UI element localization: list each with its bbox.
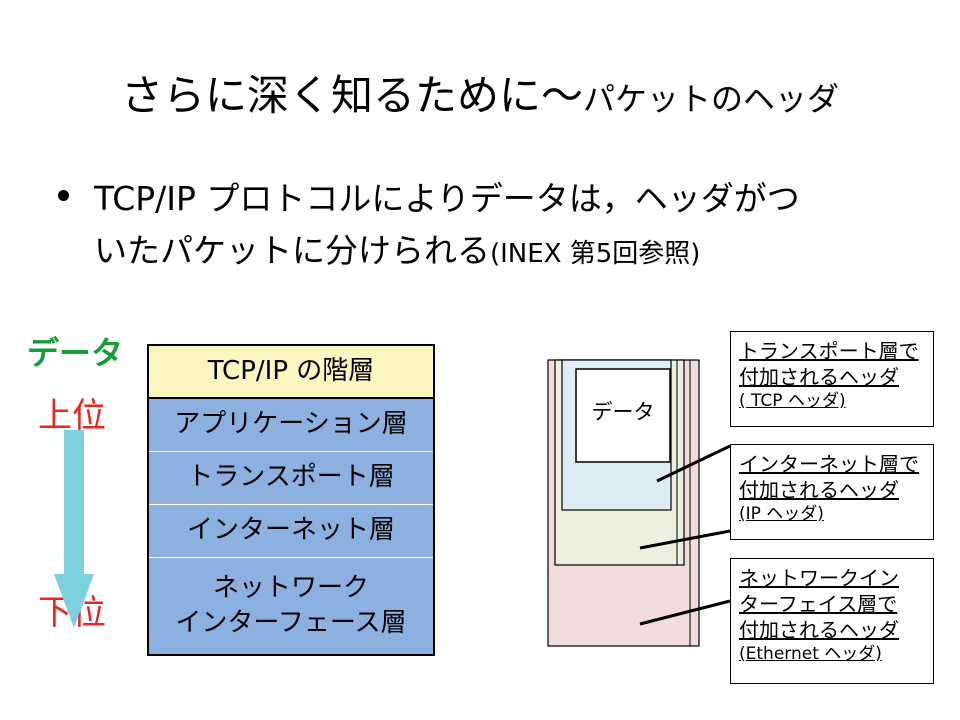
packet-data-label: データ <box>591 400 655 424</box>
ethernet-leader-line <box>639 599 731 626</box>
callout-ethernet-line3: 付加されるヘッダ <box>739 618 899 642</box>
layer-internet: インターネット層 <box>149 505 433 558</box>
packet-diagram <box>547 359 700 647</box>
callout-ethernet-line2: ターフェイス層で <box>739 592 898 616</box>
slide-title: さらに深く知るために～パケットのヘッダ <box>0 62 960 123</box>
callout-ethernet-line4: (Ethernet ヘッダ) <box>739 644 882 664</box>
layer-network-interface-line2: インターフェース層 <box>175 608 407 638</box>
layer-table-header: TCP/IP の階層 <box>149 346 433 399</box>
callout-tcp-header: トランスポート層で 付加されるヘッダ ( TCP ヘッダ) <box>730 331 934 427</box>
bullet-line-2-main: いたパケットに分けられる <box>94 231 490 270</box>
layer-network-interface: ネットワーク インターフェース層 <box>149 558 433 654</box>
callout-ip-line2: 付加されるヘッダ <box>739 478 899 502</box>
bullet-line-2: いたパケットに分けられる(INEX 第5回参照) <box>94 224 700 272</box>
callout-ip-line1: インターネット層で <box>739 452 919 476</box>
callout-ip-header: インターネット層で 付加されるヘッダ (IP ヘッダ) <box>730 444 934 540</box>
upper-layer-label: 上位 <box>38 396 106 436</box>
ip-leader-line <box>639 529 731 550</box>
callout-tcp-line3: ( TCP ヘッダ) <box>739 391 846 411</box>
stack-data-label: データ <box>27 334 124 372</box>
layer-network-interface-line1: ネットワーク <box>212 572 369 603</box>
callout-ip-line3: (IP ヘッダ) <box>739 504 824 524</box>
slide-title-main: さらに深く知るために～ <box>120 71 583 120</box>
callout-ethernet-header: ネットワークイン ターフェイス層で 付加されるヘッダ (Ethernet ヘッダ… <box>730 558 934 684</box>
down-arrow-icon <box>54 430 94 628</box>
tcp-leader-line <box>656 444 731 483</box>
callout-tcp-line1: トランスポート層で <box>739 339 919 363</box>
layer-transport: トランスポート層 <box>149 452 433 505</box>
callout-ethernet-line1: ネットワークイン <box>739 566 899 590</box>
bullet-line-2-note: (INEX 第5回参照) <box>490 239 701 269</box>
data-payload-box <box>575 368 671 463</box>
layer-application: アプリケーション層 <box>149 399 433 452</box>
callout-tcp-line2: 付加されるヘッダ <box>739 365 899 389</box>
bullet-line-1: TCP/IP プロトコルによりデータは，ヘッダがつ <box>94 179 800 218</box>
slide-title-sub: パケットのヘッダ <box>583 80 840 118</box>
bullet-dot-icon <box>58 190 69 201</box>
tcpip-layer-table: TCP/IP の階層 アプリケーション層 トランスポート層 インターネット層 ネ… <box>147 344 435 656</box>
